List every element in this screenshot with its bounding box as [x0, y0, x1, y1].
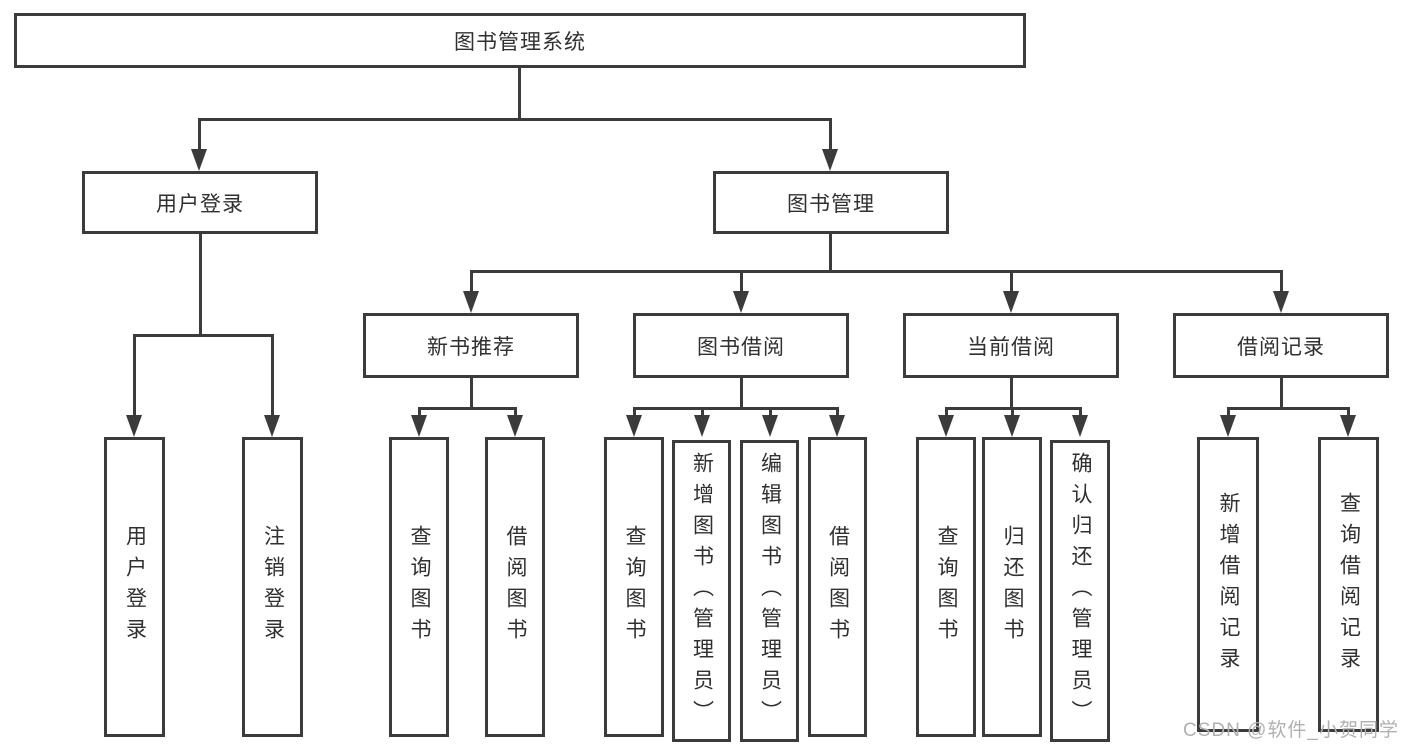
- leaf-cb-query-books: 查询图书: [916, 437, 976, 737]
- leaf-user-login: 用户登录: [104, 437, 165, 737]
- leaf-bb-add-books: 新增图书（管理员）: [672, 440, 731, 742]
- arrow-down-icon: [1273, 291, 1289, 313]
- connector-leaf-stem: [769, 407, 772, 417]
- connector-user-login-down: [199, 234, 202, 336]
- arrow-down-icon: [463, 291, 479, 313]
- leaf-user-login-label: 用户登录: [123, 525, 147, 649]
- connector-user-login-stem: [198, 118, 201, 151]
- connector-level3-stem: [470, 270, 473, 292]
- arrow-down-icon: [1003, 291, 1019, 313]
- leaf-bb-edit-books-label: 编辑图书（管理员）: [758, 451, 782, 731]
- connector-leaf-stem: [633, 407, 636, 417]
- connector-leaf-stem: [1011, 407, 1014, 417]
- leaf-nb-query-books-label: 查询图书: [408, 525, 431, 649]
- leaf-br-query-record: 查询借阅记录: [1318, 437, 1379, 732]
- arrow-down-icon: [733, 291, 749, 313]
- connector-leaf-stem: [133, 334, 136, 416]
- connector-br-rail: [1227, 407, 1350, 410]
- connector-bb-down: [740, 378, 743, 409]
- leaf-cb-confirm-return-label: 确认归还（管理员）: [1069, 451, 1092, 731]
- connector-leaf-stem: [514, 407, 517, 417]
- connector-bb-rail: [633, 407, 838, 410]
- connector-leaf-stem: [418, 407, 421, 417]
- node-book-management-group: 图书管理: [713, 171, 949, 234]
- leaf-cb-query-books-label: 查询图书: [935, 525, 958, 649]
- connector-root-rail: [198, 118, 831, 121]
- arrow-down-icon: [191, 149, 207, 171]
- connector-leaf-stem: [271, 334, 274, 416]
- leaf-br-query-record-label: 查询借阅记录: [1337, 491, 1361, 678]
- node-user-login-group: 用户登录: [82, 171, 318, 234]
- node-new-book-recommend-label: 新书推荐: [427, 335, 515, 359]
- arrow-down-icon: [1072, 415, 1088, 437]
- leaf-nb-borrow-books-label: 借阅图书: [504, 525, 527, 649]
- leaf-logout: 注销登录: [242, 437, 303, 737]
- node-current-borrowing-label: 当前借阅: [967, 335, 1055, 359]
- arrow-down-icon: [1340, 415, 1356, 437]
- leaf-bb-query-books: 查询图书: [604, 437, 664, 737]
- connector-br-down: [1280, 378, 1283, 409]
- csdn-watermark: CSDN @软件_小贺同学: [1183, 720, 1399, 741]
- connector-level3-stem: [740, 270, 743, 292]
- arrow-down-icon: [822, 149, 838, 171]
- connector-leaf-stem: [701, 407, 704, 417]
- node-root-label: 图书管理系统: [454, 30, 586, 54]
- connector-leaf-stem: [1347, 407, 1350, 417]
- connector-book-mgmt-stem: [829, 118, 832, 151]
- node-root: 图书管理系统: [14, 13, 1026, 68]
- arrow-down-icon: [938, 415, 954, 437]
- leaf-bb-query-books-label: 查询图书: [623, 525, 646, 649]
- arrow-down-icon: [1220, 415, 1236, 437]
- arrow-down-icon: [694, 415, 710, 437]
- arrow-down-icon: [829, 415, 845, 437]
- leaf-nb-borrow-books: 借阅图书: [485, 437, 545, 737]
- leaf-bb-borrow-books-label: 借阅图书: [826, 525, 850, 649]
- connector-leaf-stem: [1079, 407, 1082, 417]
- connector-level3-stem: [1280, 270, 1283, 292]
- arrow-down-icon: [126, 415, 142, 437]
- leaf-bb-add-books-label: 新增图书（管理员）: [690, 451, 714, 731]
- arrow-down-icon: [762, 415, 778, 437]
- connector-root-stem: [518, 68, 521, 120]
- leaf-nb-query-books: 查询图书: [389, 437, 449, 737]
- arrow-down-icon: [1004, 415, 1020, 437]
- connector-book-mgmt-down: [829, 234, 832, 273]
- leaf-bb-edit-books: 编辑图书（管理员）: [740, 440, 799, 742]
- arrow-down-icon: [507, 415, 523, 437]
- arrow-down-icon: [411, 415, 427, 437]
- node-user-login-group-label: 用户登录: [156, 192, 244, 216]
- leaf-bb-borrow-books: 借阅图书: [808, 437, 867, 737]
- node-current-borrowing: 当前借阅: [903, 313, 1119, 378]
- connector-book-mgmt-rail: [470, 270, 1283, 273]
- arrow-down-icon: [626, 415, 642, 437]
- leaf-logout-label: 注销登录: [261, 525, 285, 649]
- connector-cb-down: [1010, 378, 1013, 409]
- leaf-br-add-record: 新增借阅记录: [1197, 437, 1259, 732]
- node-book-borrowing: 图书借阅: [633, 313, 849, 378]
- connector-nb-down: [470, 378, 473, 409]
- connector-user-login-rail: [133, 334, 274, 337]
- node-book-management-group-label: 图书管理: [787, 192, 875, 216]
- leaf-cb-return-books: 归还图书: [982, 437, 1042, 737]
- leaf-cb-confirm-return: 确认归还（管理员）: [1050, 440, 1110, 742]
- node-book-borrowing-label: 图书借阅: [697, 335, 785, 359]
- leaf-cb-return-books-label: 归还图书: [1001, 525, 1024, 649]
- connector-nb-rail: [418, 407, 517, 410]
- connector-leaf-stem: [836, 407, 839, 417]
- node-new-book-recommend: 新书推荐: [363, 313, 579, 378]
- node-borrowing-records-label: 借阅记录: [1237, 335, 1325, 359]
- arrow-down-icon: [264, 415, 280, 437]
- connector-leaf-stem: [1227, 407, 1230, 417]
- node-borrowing-records: 借阅记录: [1173, 313, 1389, 378]
- connector-leaf-stem: [945, 407, 948, 417]
- connector-level3-stem: [1010, 270, 1013, 292]
- leaf-br-add-record-label: 新增借阅记录: [1217, 491, 1240, 678]
